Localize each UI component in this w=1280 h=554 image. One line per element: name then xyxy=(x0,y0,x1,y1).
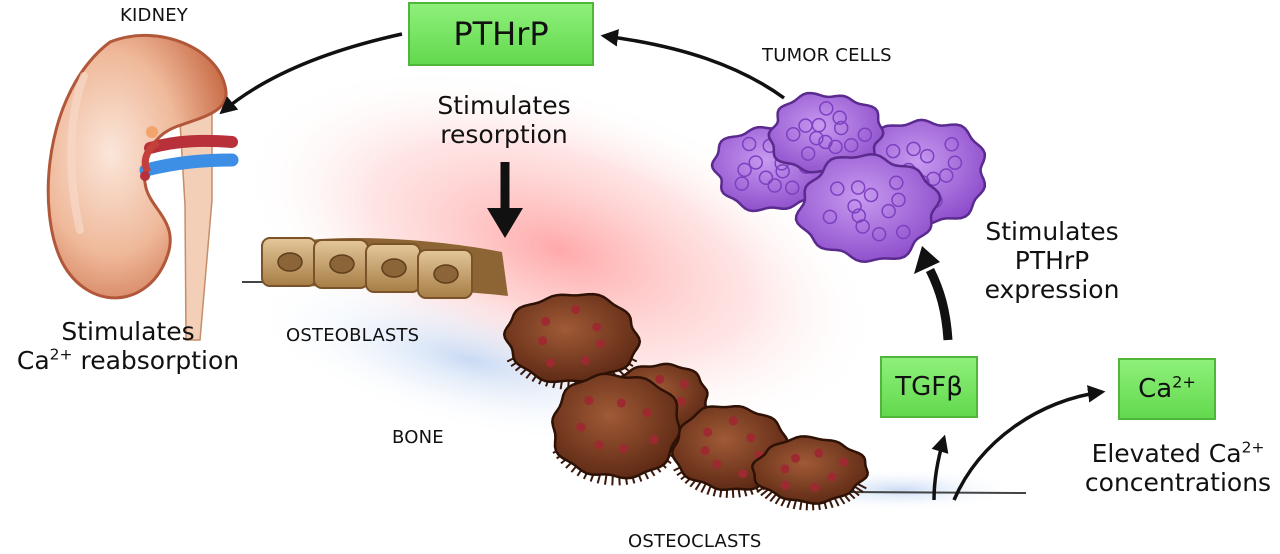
calcium-reabsorption-caption: Stimulates Ca2+ reabsorption xyxy=(16,317,240,375)
stimulates-pthrp-caption: Stimulates PTHrP expression xyxy=(984,217,1120,304)
osteoblast-row xyxy=(261,237,508,299)
osteoblasts-label: OSTEOBLASTS xyxy=(286,325,420,346)
bone-surface-right xyxy=(849,491,1027,494)
bone-label: BONE xyxy=(392,427,444,448)
tumor-cell-cluster xyxy=(710,91,987,263)
bone-to-tgfb-arrow xyxy=(931,434,949,501)
kidney-label: KIDNEY xyxy=(120,5,189,26)
tgfb-label: TGFβ xyxy=(895,372,963,402)
pthrp-to-kidney-arrow xyxy=(219,32,403,115)
tgfb-to-tumor-arrowhead xyxy=(914,246,940,274)
calcium-label: Ca2+ xyxy=(1138,372,1196,404)
tumor-cells-label: TUMOR CELLS xyxy=(762,45,892,66)
osteoclasts-label: OSTEOCLASTS xyxy=(628,531,762,552)
resorption-arrowhead xyxy=(487,208,523,238)
pthrp-label: PTHrP xyxy=(453,15,549,53)
kidney-illustration xyxy=(46,33,239,341)
tgfb-box: TGFβ xyxy=(880,356,978,418)
elevated-calcium-caption: Elevated Ca2+ concentrations xyxy=(1084,438,1272,497)
bone-to-calcium-arrow xyxy=(952,385,1106,501)
tumor-to-pthrp-arrow xyxy=(600,29,786,100)
osteoclast-cluster xyxy=(502,292,869,511)
tgfb-to-tumor-shaft xyxy=(925,267,953,341)
stimulates-resorption-caption: Stimulates resorption xyxy=(437,91,571,149)
calcium-box: Ca2+ xyxy=(1118,358,1216,420)
pthrp-box: PTHrP xyxy=(408,2,594,66)
